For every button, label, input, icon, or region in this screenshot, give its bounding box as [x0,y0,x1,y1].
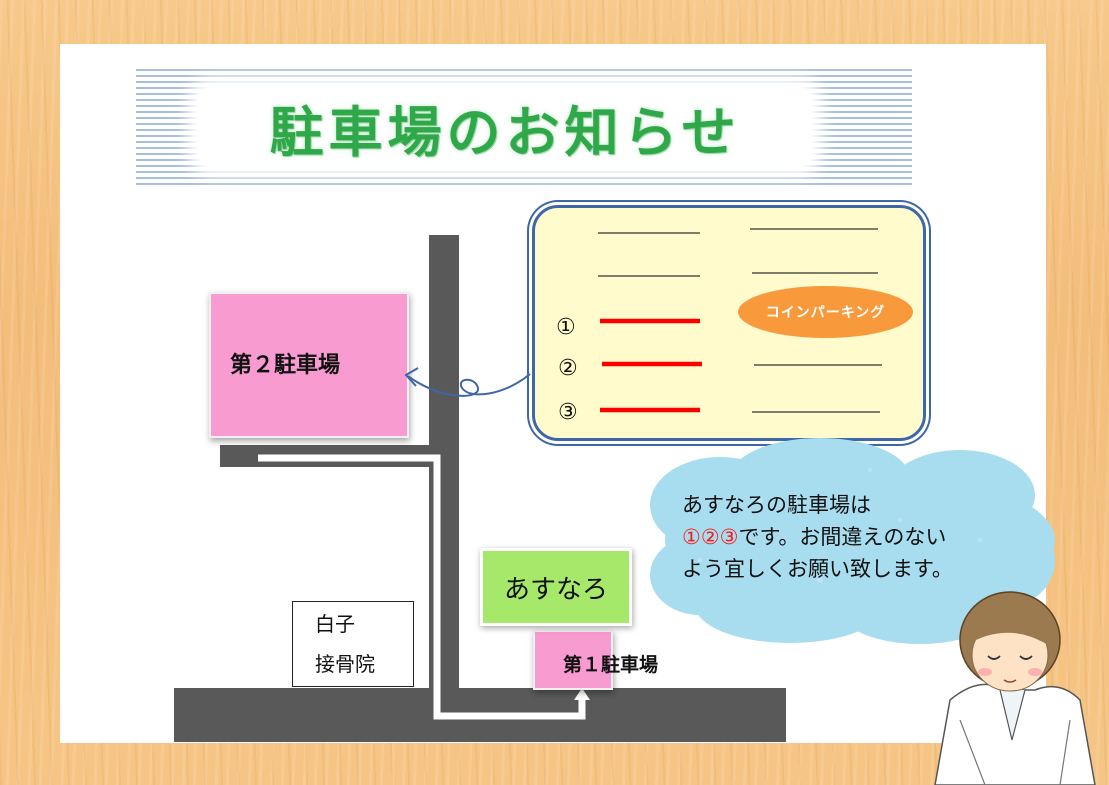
space-1-number: ① [556,315,576,340]
notice-line-3: よう宜しくお願い致します。 [682,557,953,581]
notice-line-2-rest: です。お間違えのない [738,525,947,549]
clinic-name-line2: 接骨院 [315,652,375,676]
parking-lot-2 [209,292,409,438]
parking-lot-1-label: 第１駐車場 [563,654,659,676]
notice-line-2: ①②③です。お間違えのない [682,521,1042,553]
road-horizontal-upper [220,445,450,467]
title-plate: 駐車場のお知らせ [198,87,812,167]
asunaro-building: あすなろ [480,548,632,626]
clinic-building: 白子 接骨院 [292,601,414,687]
notice-line-1: あすなろの駐車場は [682,493,871,517]
parking-lot-2-label: 第２駐車場 [230,353,341,378]
lot-layout-panel [532,205,926,441]
notice-text: あすなろの駐車場は ①②③です。お間違えのない よう宜しくお願い致します。 [682,489,1042,585]
clinic-name-line1: 白子 [315,612,355,636]
parking-lot-1 [533,630,613,690]
notice-highlight: ①②③ [682,525,739,549]
coin-parking-label: コインパーキング [738,286,913,338]
page-title: 駐車場のお知らせ [269,100,741,164]
space-2-number: ② [558,356,578,381]
road-horizontal-lower [174,688,786,742]
space-3-number: ③ [558,400,578,425]
